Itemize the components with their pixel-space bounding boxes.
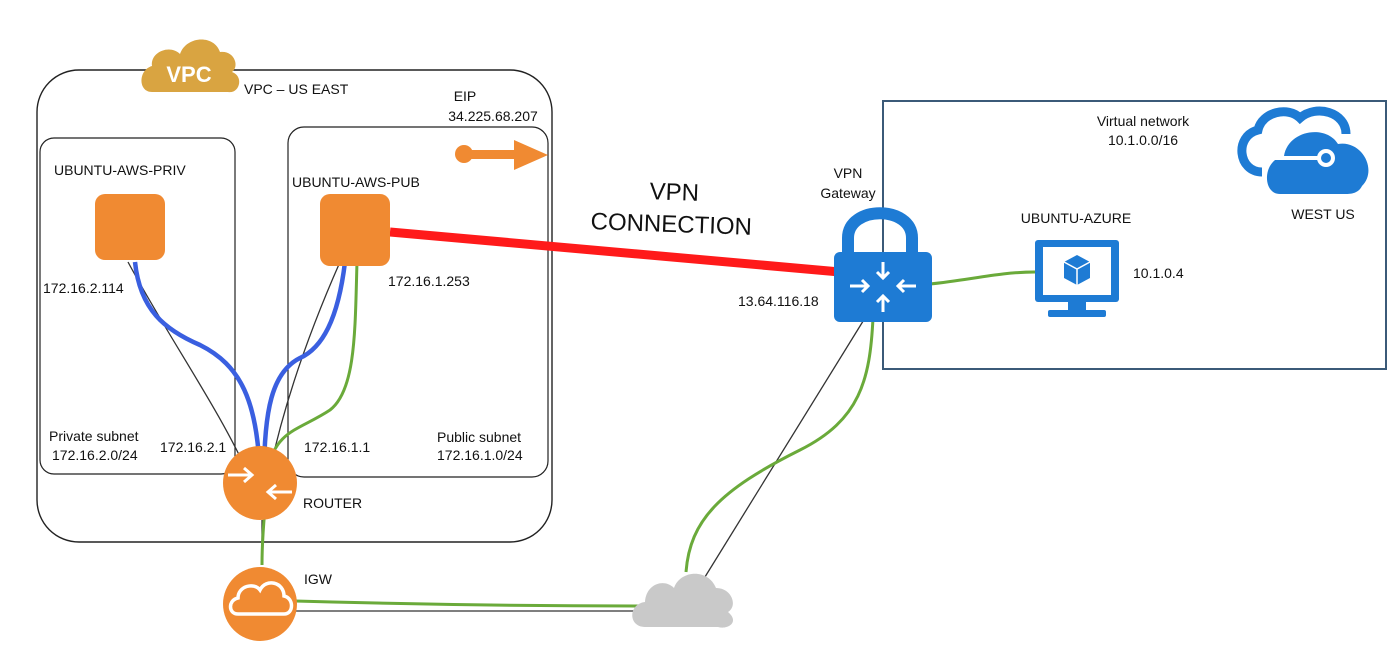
vnet-title: Virtual network (1097, 113, 1190, 129)
router-label: ROUTER (303, 495, 362, 511)
igw-label: IGW (304, 571, 333, 587)
priv-instance-ip: 172.16.2.114 (43, 280, 124, 296)
ubuntu-aws-pub-instance[interactable] (320, 194, 390, 266)
vpn-connection-label-line2: CONNECTION (590, 208, 752, 241)
azure-region: WEST US (1291, 206, 1355, 222)
priv-instance-name: UBUNTU-AWS-PRIV (54, 162, 186, 178)
internet-route-links (260, 261, 1036, 608)
azure-vm-name: UBUNTU-AZURE (1021, 210, 1131, 226)
eip-address: 34.225.68.207 (448, 108, 538, 124)
internet-gateway-icon (223, 567, 297, 641)
vpc-badge-label: VPC (166, 62, 211, 87)
physical-links (127, 261, 866, 612)
pub-instance-name: UBUNTU-AWS-PUB (292, 174, 420, 190)
eip-label: EIP (454, 88, 477, 104)
vnet-cidr: 10.1.0.0/16 (1108, 132, 1178, 148)
vpn-connection-label-line1: VPN (649, 178, 699, 207)
elastic-ip-arrow-icon (455, 140, 548, 170)
public-subnet-cidr: 172.16.1.0/24 (437, 447, 523, 463)
vpn-connection-line (389, 227, 841, 277)
private-subnet-name: Private subnet (49, 428, 139, 444)
public-subnet-box (287, 126, 549, 478)
ubuntu-aws-priv-instance[interactable] (95, 194, 165, 260)
azure-cloud-icon (1237, 106, 1369, 194)
pub-instance-ip: 172.16.1.253 (388, 273, 470, 289)
private-subnet-cidr: 172.16.2.0/24 (52, 447, 138, 463)
private-route-links (132, 261, 348, 479)
vpc-badge-icon: VPC (141, 39, 240, 93)
public-subnet-gateway-ip: 172.16.1.1 (304, 439, 370, 455)
vpn-gateway-ip: 13.64.116.18 (738, 293, 819, 309)
vpn-gateway-lock-icon[interactable] (834, 207, 932, 322)
public-subnet-name: Public subnet (437, 429, 521, 445)
vpn-gateway-label-line1: VPN (834, 165, 863, 181)
private-subnet-gateway-ip: 172.16.2.1 (160, 439, 226, 455)
vpn-gateway-label-line2: Gateway (820, 185, 875, 201)
vpc-title: VPC – US EAST (244, 81, 349, 97)
azure-vm-monitor-icon[interactable] (1035, 240, 1119, 317)
private-subnet-box (39, 137, 236, 475)
vpc-boundary (36, 69, 553, 543)
router-icon (223, 446, 297, 520)
azure-vm-ip: 10.1.0.4 (1133, 265, 1184, 281)
internet-cloud-icon (632, 573, 734, 628)
